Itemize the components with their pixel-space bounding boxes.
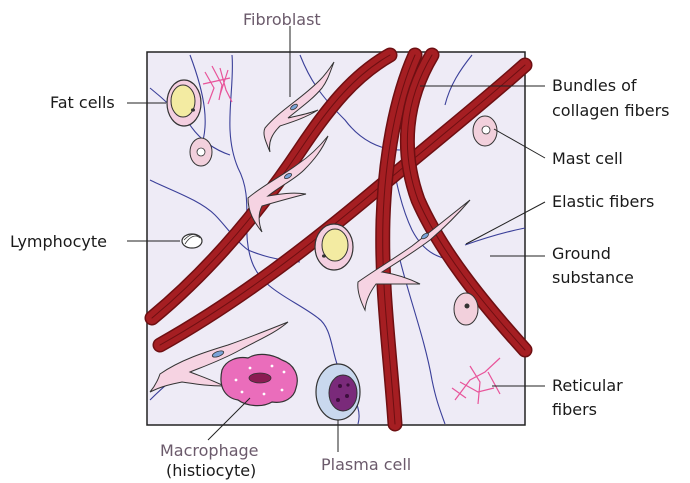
label-bundles-line2: collagen fibers: [552, 101, 670, 120]
label-reticular-line1: Reticular: [552, 376, 623, 395]
label-bundles-line1: Bundles of: [552, 76, 637, 95]
plasma-cell: [316, 364, 360, 420]
label-ground-line2: substance: [552, 268, 634, 287]
label-lymphocyte: Lymphocyte: [10, 232, 107, 251]
label-macrophage-line1: Macrophage: [160, 441, 259, 460]
label-macrophage-line2: (histiocyte): [166, 461, 256, 480]
label-fibroblast: Fibroblast: [243, 10, 321, 29]
label-ground-line1: Ground: [552, 244, 611, 263]
fat-cell-1: [167, 80, 201, 126]
fat-cell-2: [315, 224, 353, 270]
label-reticular-line2: fibers: [552, 400, 597, 419]
label-elastic-fibers: Elastic fibers: [552, 192, 654, 211]
label-mast-cell: Mast cell: [552, 149, 623, 168]
lymphocyte: [182, 234, 202, 248]
label-fat-cells: Fat cells: [50, 93, 115, 112]
label-plasma-cell: Plasma cell: [321, 455, 411, 474]
macrophage: [221, 354, 297, 405]
